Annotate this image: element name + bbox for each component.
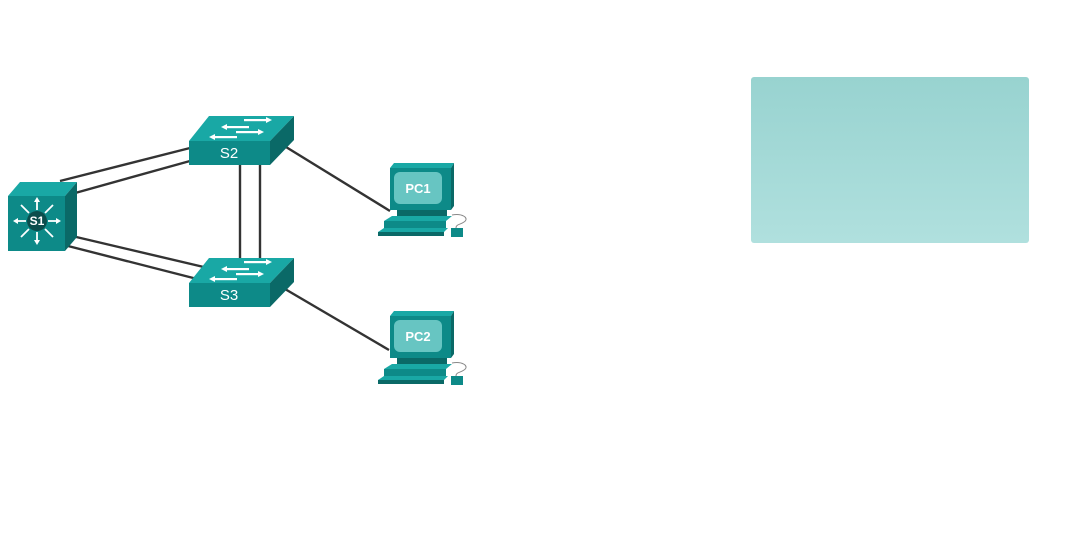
pc1-screen <box>394 172 442 204</box>
device-pc1[interactable]: PC1 <box>378 163 467 237</box>
pc1-mouse-cord <box>451 214 467 229</box>
info-panel <box>751 77 1029 243</box>
switch-arrows-icon <box>209 259 272 282</box>
link-s2-s3 <box>238 162 262 262</box>
device-s2[interactable]: S2 <box>189 116 294 165</box>
s1-label: S1 <box>30 214 45 228</box>
s3-label: S3 <box>220 287 238 304</box>
link-s2-pc1 <box>285 145 391 213</box>
cables <box>59 145 391 352</box>
s1-badge <box>27 211 47 231</box>
pc2-mouse-cord <box>451 362 467 377</box>
link-s3-pc2 <box>284 287 390 352</box>
pc1-label: PC1 <box>405 181 430 196</box>
pc2-screen <box>394 320 442 352</box>
pc2-label: PC2 <box>405 329 430 344</box>
s2-label: S2 <box>220 145 238 162</box>
pc2-mouse <box>451 376 463 385</box>
pc1-mouse <box>451 228 463 237</box>
multilayer-switch-arrows-icon <box>13 197 61 245</box>
device-pc2[interactable]: PC2 <box>378 311 467 385</box>
switch-arrows-icon <box>209 117 272 140</box>
link-s1-s2 <box>59 146 191 197</box>
device-s3[interactable]: S3 <box>189 258 294 307</box>
link-s1-s3 <box>67 234 209 283</box>
device-s1[interactable]: S1 <box>8 182 77 251</box>
